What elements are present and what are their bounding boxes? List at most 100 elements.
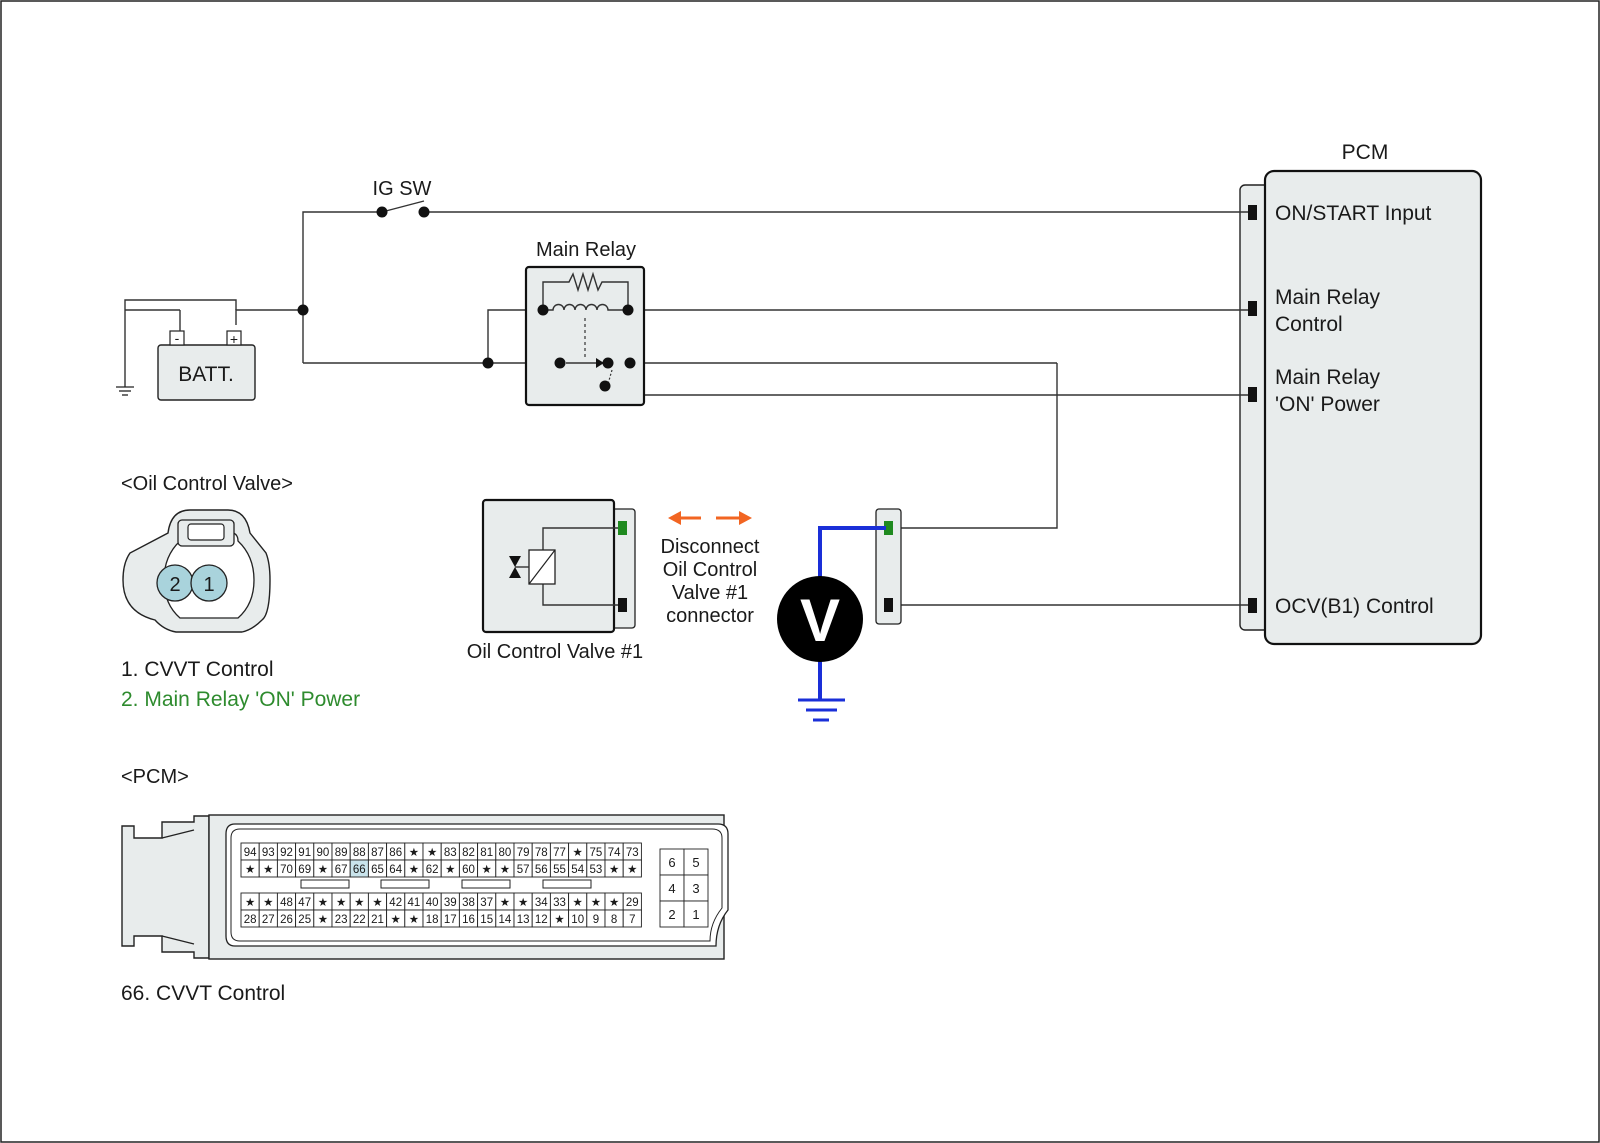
pcm-pin-label: ★	[409, 847, 419, 859]
pcm-pin-label: 62	[426, 864, 439, 876]
ig-sw-label: IG SW	[373, 178, 432, 200]
pcm-pin-label: 9	[593, 914, 599, 926]
pcm-pin-label: 42	[389, 897, 402, 909]
relay-contact	[624, 357, 636, 369]
disconnect-text-1: Disconnect	[661, 536, 760, 558]
ocv-legend-1: 1. CVVT Control	[121, 658, 274, 681]
pcm-pin-label: 7	[629, 914, 635, 926]
pcm-pin-label: 91	[298, 847, 311, 859]
ig-sw-contact-right	[418, 206, 430, 218]
pcm-pin-label: ★	[354, 897, 364, 909]
wire-ocv-power	[890, 363, 1058, 529]
ocv-valve-icon	[509, 556, 521, 567]
pcm-pin-label: 47	[298, 897, 311, 909]
pcm-label-main-relay-control-2: Control	[1275, 313, 1343, 336]
pcm-pin-label: 69	[298, 864, 311, 876]
pcm-pin-label: 34	[535, 897, 548, 909]
pcm-label-ocv-b1: OCV(B1) Control	[1275, 595, 1434, 618]
pcm-small-pin-label: 5	[692, 855, 699, 870]
voltmeter: V	[777, 526, 886, 722]
pcm-pin-label: 83	[444, 847, 457, 859]
pcm-pin-label: ★	[573, 897, 583, 909]
pcm-small-pin-label: 2	[668, 907, 675, 922]
ocv-pin-1	[190, 564, 228, 602]
pcm-legend: 66. CVVT Control	[121, 982, 285, 1005]
harness-pin-control	[884, 598, 893, 612]
disconnect-text-3: Valve #1	[672, 582, 748, 604]
pcm-pin-label: ★	[500, 864, 510, 876]
pcm-small-pin-label: 3	[692, 881, 699, 896]
voltmeter-icon	[777, 576, 863, 662]
battery-positive-sign: +	[230, 331, 238, 347]
pcm-pin-label: ★	[518, 897, 528, 909]
junction-dot	[482, 357, 494, 369]
pcm-pin-main-relay-on-power	[1248, 387, 1257, 402]
pcm-pin-label: 56	[535, 864, 548, 876]
pcm-pin-label: ★	[245, 897, 255, 909]
main-relay-label: Main Relay	[536, 239, 636, 261]
relay-contact	[599, 380, 611, 392]
harness-pin-power	[884, 521, 893, 535]
pcm-pin-label: 29	[626, 897, 639, 909]
pcm-pin-label: 93	[262, 847, 275, 859]
pcm-label-main-relay-control-1: Main Relay	[1275, 286, 1381, 309]
pcm-pin-label: 38	[462, 897, 475, 909]
pcm-pin-label: 26	[280, 914, 293, 926]
relay-contact	[554, 357, 566, 369]
ocv-legend-2: 2. Main Relay 'ON' Power	[121, 688, 360, 711]
pcm-pin-label: ★	[263, 897, 273, 909]
pcm-pin-main-relay-control	[1248, 301, 1257, 316]
pcm-pin-label: 78	[535, 847, 548, 859]
relay-contact	[602, 357, 614, 369]
pcm-pin-label: ★	[445, 864, 455, 876]
pcm-pin-label: ★	[263, 864, 273, 876]
pcm-pin-label: 40	[426, 897, 439, 909]
pcm-small-pin-cell	[683, 900, 709, 928]
ocv-pin-control	[618, 598, 627, 612]
pcm-pin-label: 65	[371, 864, 384, 876]
pcm-pin-label: 16	[462, 914, 475, 926]
pcm-pin-label: 12	[535, 914, 548, 926]
ocv-component-label: Oil Control Valve #1	[467, 641, 643, 663]
ocv-pin-1-label: 1	[203, 574, 214, 596]
pcm-pin-label: ★	[591, 897, 601, 909]
pcm-label-main-relay-on-power-1: Main Relay	[1275, 366, 1381, 389]
relay-coil-icon	[543, 303, 628, 311]
pcm-pin-label: 92	[280, 847, 293, 859]
pcm-title: PCM	[1342, 141, 1389, 164]
pcm-pin-ocv-b1	[1248, 598, 1257, 613]
pcm-pin-label: ★	[482, 864, 492, 876]
pcm-pin-label: 60	[462, 864, 475, 876]
battery-positive-terminal	[226, 330, 242, 346]
battery-body	[157, 344, 256, 401]
pcm-pin-label: ★	[554, 914, 564, 926]
pcm-pin-label: 33	[553, 897, 566, 909]
pcm-pin-label: 79	[517, 847, 530, 859]
pcm-block: PCM ON/START Input Main Relay Control Ma…	[1239, 141, 1483, 646]
pcm-pin-label: 81	[480, 847, 493, 859]
battery-negative-terminal	[169, 330, 185, 346]
pcm-pin-label: 14	[499, 914, 512, 926]
relay-arrow-icon	[596, 358, 604, 368]
pcm-pin-label: 90	[317, 847, 330, 859]
pcm-pin-label: 80	[499, 847, 512, 859]
pcm-pin-label: ★	[609, 897, 619, 909]
pcm-pin-label: ★	[372, 897, 382, 909]
voltmeter-label: V	[800, 587, 840, 654]
harness-connector-strip	[875, 508, 902, 625]
main-relay: Main Relay	[524, 239, 646, 407]
ig-sw-contact-left	[376, 206, 388, 218]
pcm-pin-label: 94	[244, 847, 257, 859]
pcm-pin-label: 70	[280, 864, 293, 876]
pcm-pin-label: 27	[262, 914, 275, 926]
pcm-pin-cell	[622, 859, 642, 878]
pcm-pin-label: 28	[244, 914, 257, 926]
pcm-pin-label: 66	[353, 864, 366, 876]
pcm-pin-label: 86	[389, 847, 402, 859]
pcm-pin-label: 13	[517, 914, 530, 926]
pcm-pin-label: 10	[571, 914, 584, 926]
pcm-pin-label: 74	[608, 847, 621, 859]
